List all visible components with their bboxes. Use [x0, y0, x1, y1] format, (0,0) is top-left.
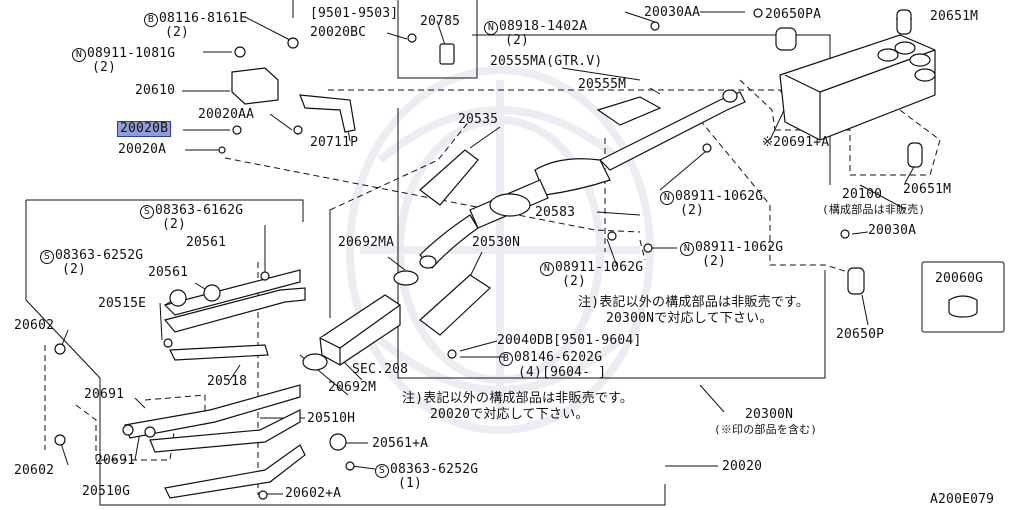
- label-20651M-top: 20651M: [930, 9, 979, 24]
- label-20691-a: 20691: [84, 387, 125, 402]
- qty-08911-1062G-a: (2): [680, 203, 705, 218]
- label-20692MA: 20692MA: [338, 235, 395, 250]
- label-20100: 20100: [842, 187, 883, 202]
- label-20020AA: 20020AA: [198, 107, 255, 122]
- label-20651M-bottom: 20651M: [903, 182, 952, 197]
- note-20100: (構成部品は非販売): [822, 203, 926, 216]
- label-range-9501-9503: [9501-9503]: [310, 6, 399, 21]
- label-20602-top: 20602: [14, 318, 55, 333]
- qty-08146-6202G: (4)[9604- ]: [518, 365, 607, 380]
- note-2-line-2: 20020で対応して下さい。: [430, 407, 589, 422]
- label-20583: 20583: [535, 205, 576, 220]
- label-20300N: 20300N: [745, 407, 794, 422]
- label-20040DB: 20040DB[9501-9604]: [497, 333, 642, 348]
- qty-08363-6252G-left: (2): [62, 262, 87, 277]
- label-20711P: 20711P: [310, 135, 359, 150]
- label-20692M: 20692M: [328, 380, 377, 395]
- qty-08911-1062G-c: (2): [562, 274, 587, 289]
- label-20518: 20518: [207, 374, 248, 389]
- label-20650P: 20650P: [836, 327, 885, 342]
- note-20300N: (※印の部品を含む): [714, 423, 818, 436]
- label-20691-b: 20691: [95, 453, 136, 468]
- qty-08363-6162G: (2): [162, 217, 187, 232]
- label-20535: 20535: [458, 112, 499, 127]
- label-20650PA: 20650PA: [765, 7, 822, 22]
- label-20610: 20610: [135, 83, 176, 98]
- label-20020BC: 20020BC: [310, 25, 367, 40]
- note-2-line-1: 注)表記以外の構成部品は非販売です。: [402, 391, 634, 406]
- label-20030AA: 20030AA: [644, 5, 701, 20]
- label-20020: 20020: [722, 459, 763, 474]
- label-20510H: 20510H: [307, 411, 356, 426]
- label-20691A: ※20691+A: [762, 135, 830, 150]
- qty-08911-1062G-b: (2): [702, 254, 727, 269]
- qty-08911-1081G: (2): [92, 60, 117, 75]
- label-20555MA: 20555MA(GTR.V): [490, 54, 603, 69]
- qty-08363-6252G-bottom: (1): [398, 476, 423, 491]
- label-20561A: 20561+A: [372, 436, 429, 451]
- label-20555M: 20555M: [578, 77, 627, 92]
- label-20561-b: 20561: [148, 265, 189, 280]
- note-1-line-1: 注)表記以外の構成部品は非販売です。: [578, 295, 810, 310]
- label-20020A: 20020A: [118, 142, 167, 157]
- label-20510G: 20510G: [82, 484, 131, 499]
- label-20515E: 20515E: [98, 296, 147, 311]
- qty-08918-1402A: (2): [505, 33, 530, 48]
- qty-08116-8161E: (2): [165, 25, 190, 40]
- label-20030A: 20030A: [868, 223, 917, 238]
- label-20020B-highlighted[interactable]: 20020B: [117, 121, 172, 137]
- label-20785: 20785: [420, 14, 461, 29]
- label-20530N: 20530N: [472, 235, 521, 250]
- label-sec-208: SEC.208: [352, 362, 409, 377]
- label-20060G: 20060G: [935, 271, 984, 286]
- label-20602A: 20602+A: [285, 486, 342, 501]
- label-20602-bottom: 20602: [14, 463, 55, 478]
- label-20561-a: 20561: [186, 235, 227, 250]
- diagram-id: A200E079: [930, 492, 995, 507]
- note-1-line-2: 20300Nで対応して下さい。: [606, 311, 773, 326]
